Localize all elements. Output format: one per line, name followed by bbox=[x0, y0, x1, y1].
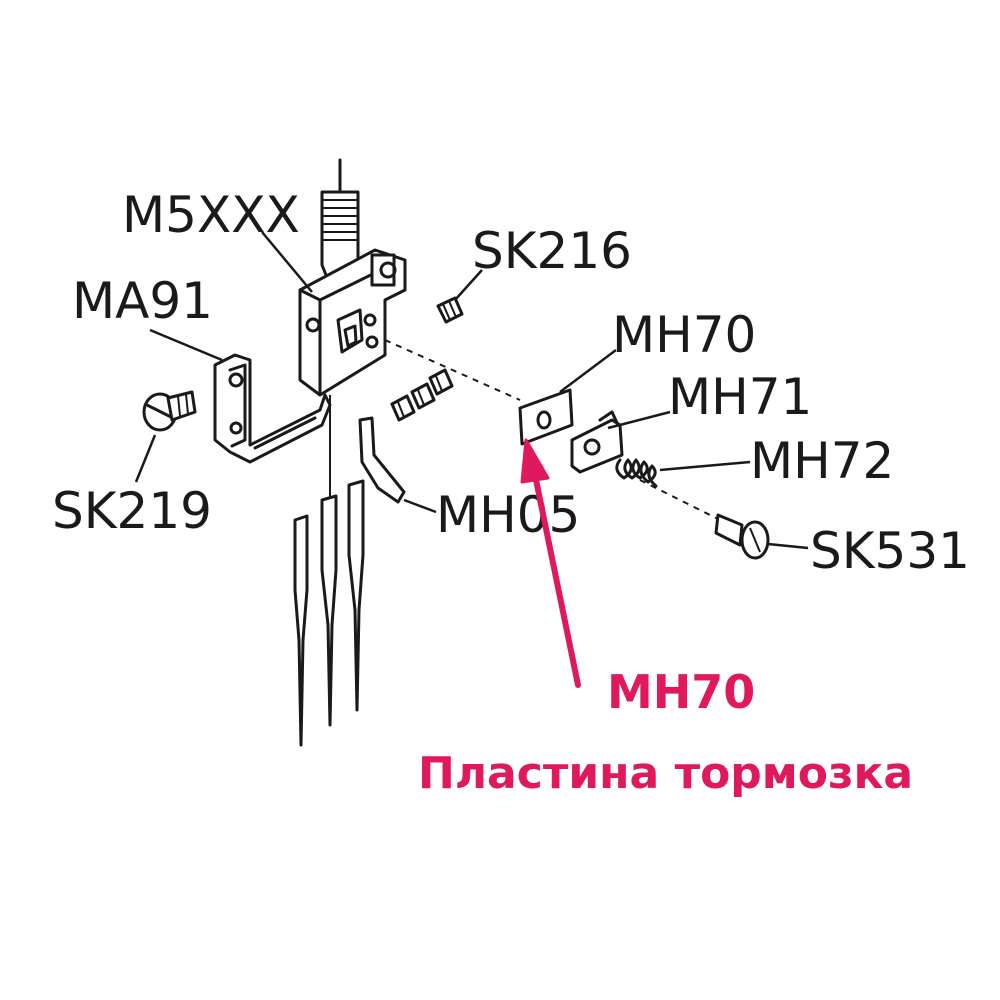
label-mh71: MH71 bbox=[668, 368, 812, 426]
label-mh05: MH05 bbox=[436, 486, 580, 544]
assembly-axis bbox=[384, 339, 721, 521]
plate-mh71 bbox=[570, 410, 624, 474]
screw-sk219 bbox=[142, 390, 197, 432]
label-sk219: SK219 bbox=[52, 482, 212, 540]
callout-code: MH70 bbox=[607, 665, 755, 719]
label-mh72: MH72 bbox=[750, 432, 894, 490]
bracket-ma91 bbox=[213, 353, 332, 464]
screw-sk531 bbox=[714, 513, 770, 560]
label-sk216: SK216 bbox=[472, 222, 632, 280]
spring-mh72 bbox=[615, 458, 658, 488]
callout-name: Пластина тормозка bbox=[418, 748, 913, 799]
label-sk531: SK531 bbox=[810, 522, 970, 580]
label-mh70: MH70 bbox=[612, 306, 756, 364]
needles bbox=[293, 395, 365, 747]
label-m5xxx: M5XXX bbox=[122, 186, 300, 244]
leader-lines bbox=[134, 231, 809, 550]
callout-arrow bbox=[520, 438, 581, 688]
needle-clamp-body bbox=[298, 248, 407, 397]
label-ma91: MA91 bbox=[72, 272, 213, 330]
plate-mh70 bbox=[518, 388, 574, 446]
small-screws bbox=[390, 368, 454, 422]
set-screw-sk216 bbox=[436, 296, 464, 324]
needle-guard-mh05 bbox=[358, 416, 406, 504]
